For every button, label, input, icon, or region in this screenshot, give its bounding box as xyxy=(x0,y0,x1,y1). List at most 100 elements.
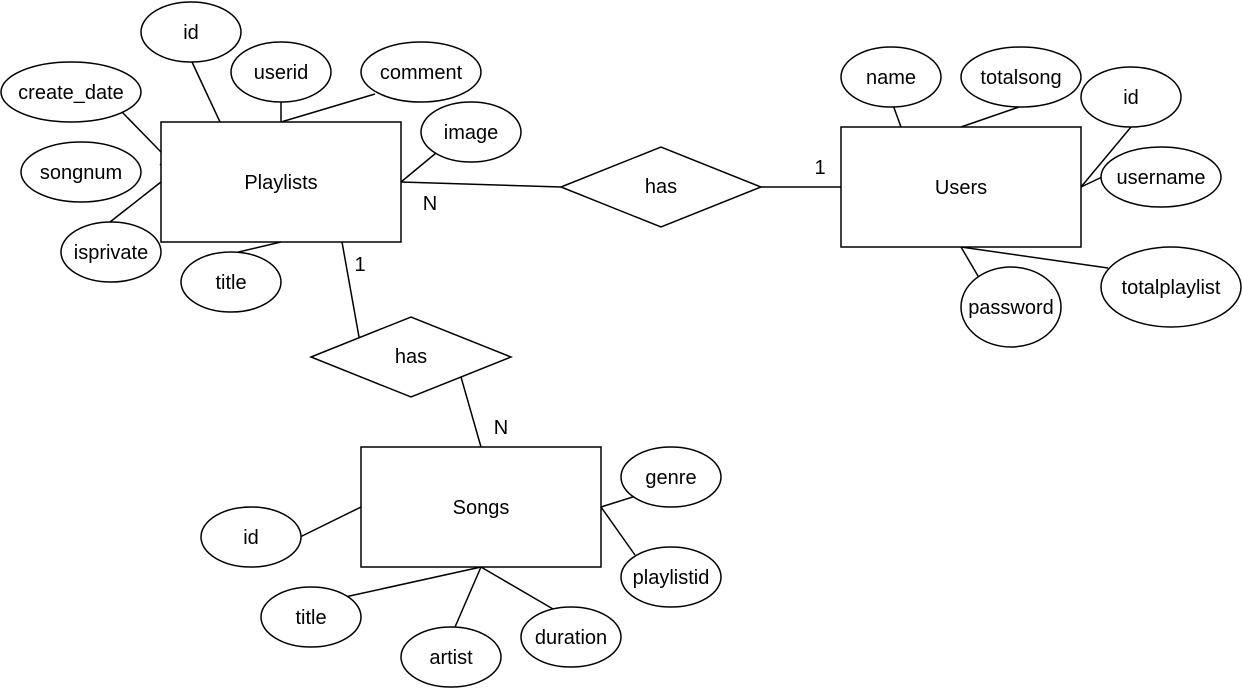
line-users-username xyxy=(1080,176,1103,188)
attribute-ellipse xyxy=(1080,66,1182,128)
attribute-users-username: username xyxy=(1100,146,1222,208)
relationship-playlists-songs-diamond xyxy=(308,316,514,398)
attribute-label: create_date xyxy=(18,82,124,104)
attribute-label: image xyxy=(444,122,498,144)
entity-songs-box xyxy=(360,446,602,568)
relationship-playlists-songs: has xyxy=(308,316,514,398)
line-playlists-id xyxy=(191,61,221,123)
attribute-playlists-title: title xyxy=(180,251,282,313)
attribute-label: name xyxy=(866,67,916,89)
entity-songs: Songs xyxy=(360,446,602,568)
line-users-name xyxy=(892,104,902,128)
entity-playlists-box xyxy=(160,121,402,243)
attribute-playlists-isprivate: isprivate xyxy=(60,221,162,283)
attribute-ellipse xyxy=(140,1,242,63)
attribute-songs-duration: duration xyxy=(520,606,622,668)
attribute-label: title xyxy=(295,607,326,629)
attribute-label: playlistid xyxy=(633,567,710,589)
cardinality-playlists-songs-n: N xyxy=(494,417,508,439)
attribute-playlists-image: image xyxy=(420,101,522,163)
attribute-songs-genre: genre xyxy=(620,446,722,508)
attribute-playlists-comment: comment xyxy=(360,41,482,103)
line-songs-genre xyxy=(600,495,637,508)
attribute-label: id xyxy=(243,527,259,549)
line-songs-playlistid xyxy=(600,506,636,556)
attribute-label: title xyxy=(215,272,246,294)
attribute-songs-title: title xyxy=(260,586,362,648)
attribute-label: genre xyxy=(645,467,696,489)
attribute-label: id xyxy=(183,22,199,44)
attribute-label: artist xyxy=(429,647,473,669)
attribute-ellipse xyxy=(60,221,162,283)
entity-songs-label: Songs xyxy=(453,497,510,519)
line-songs-artist xyxy=(454,566,482,628)
relationship-playlists-users-diamond xyxy=(558,146,764,228)
attribute-songs-id: id xyxy=(200,506,302,568)
attribute-users-totalsong: totalsong xyxy=(960,46,1082,108)
line-playlists-image xyxy=(400,152,437,183)
line-songs-title xyxy=(344,566,482,598)
cardinality-playlists-users-n: N xyxy=(423,193,437,215)
attribute-ellipse xyxy=(230,41,332,103)
attribute-label: password xyxy=(968,297,1054,319)
line-songs-id xyxy=(299,506,362,538)
line-songs-duration xyxy=(480,566,554,610)
relationship-playlists-users-label: has xyxy=(645,176,677,198)
line-users-id xyxy=(1080,126,1132,188)
connector-lines xyxy=(109,61,1132,628)
entity-playlists: Playlists xyxy=(160,121,402,243)
attribute-ellipse xyxy=(260,586,362,648)
attribute-ellipse xyxy=(960,46,1082,108)
cardinality-playlists-songs-1: 1 xyxy=(354,254,365,276)
line-playlists-has-users-left xyxy=(400,181,562,188)
attribute-playlists-id: id xyxy=(140,1,242,63)
attribute-label: totalplaylist xyxy=(1122,277,1221,299)
attribute-label: userid xyxy=(254,62,308,84)
attribute-label: isprivate xyxy=(74,242,148,264)
entity-users-label: Users xyxy=(935,177,987,199)
line-playlists-has-songs-bottom xyxy=(460,376,482,448)
attribute-songs-artist: artist xyxy=(400,626,502,688)
attribute-ellipse xyxy=(360,41,482,103)
attribute-ellipse xyxy=(620,546,722,608)
attribute-users-totalplaylist: totalplaylist xyxy=(1100,246,1242,328)
entity-users: Users xyxy=(840,126,1082,248)
attribute-ellipse xyxy=(420,101,522,163)
entity-playlists-label: Playlists xyxy=(244,172,317,194)
attribute-ellipse xyxy=(20,141,142,203)
relationship-playlists-users: has xyxy=(558,146,764,228)
line-playlists-isprivate xyxy=(109,181,162,223)
attribute-label: songnum xyxy=(40,162,122,184)
line-users-totalsong xyxy=(960,105,1023,128)
cardinality-playlists-users-1: 1 xyxy=(814,157,825,179)
line-playlists-create-date xyxy=(121,111,162,153)
line-playlists-has-songs-top xyxy=(341,241,360,338)
line-playlists-comment xyxy=(280,93,376,123)
attribute-users-id: id xyxy=(1080,66,1182,128)
attribute-users-name: name xyxy=(840,46,942,108)
attribute-ellipse xyxy=(1100,246,1242,328)
entity-users-box xyxy=(840,126,1082,248)
attribute-ellipse xyxy=(960,266,1062,348)
attribute-users-password: password xyxy=(960,266,1062,348)
attribute-label: username xyxy=(1117,167,1206,189)
attribute-songs-playlistid: playlistid xyxy=(620,546,722,608)
line-users-totalplaylist xyxy=(960,246,1109,269)
attribute-label: id xyxy=(1123,87,1139,109)
attribute-ellipse xyxy=(200,506,302,568)
attribute-label: comment xyxy=(380,62,463,84)
attribute-ellipse xyxy=(840,46,942,108)
attribute-ellipse xyxy=(0,61,142,123)
attribute-playlists-songnum: songnum xyxy=(20,141,142,203)
attribute-ellipse xyxy=(1100,146,1222,208)
relationship-playlists-songs-label: has xyxy=(395,346,427,368)
line-users-password xyxy=(960,246,979,277)
attribute-label: duration xyxy=(535,627,607,649)
attribute-ellipse xyxy=(520,606,622,668)
attribute-ellipse xyxy=(620,446,722,508)
attribute-ellipse xyxy=(180,251,282,313)
attribute-playlists-create-date: create_date xyxy=(0,61,142,123)
attribute-ellipse xyxy=(400,626,502,688)
attribute-playlists-userid: userid xyxy=(230,41,332,103)
